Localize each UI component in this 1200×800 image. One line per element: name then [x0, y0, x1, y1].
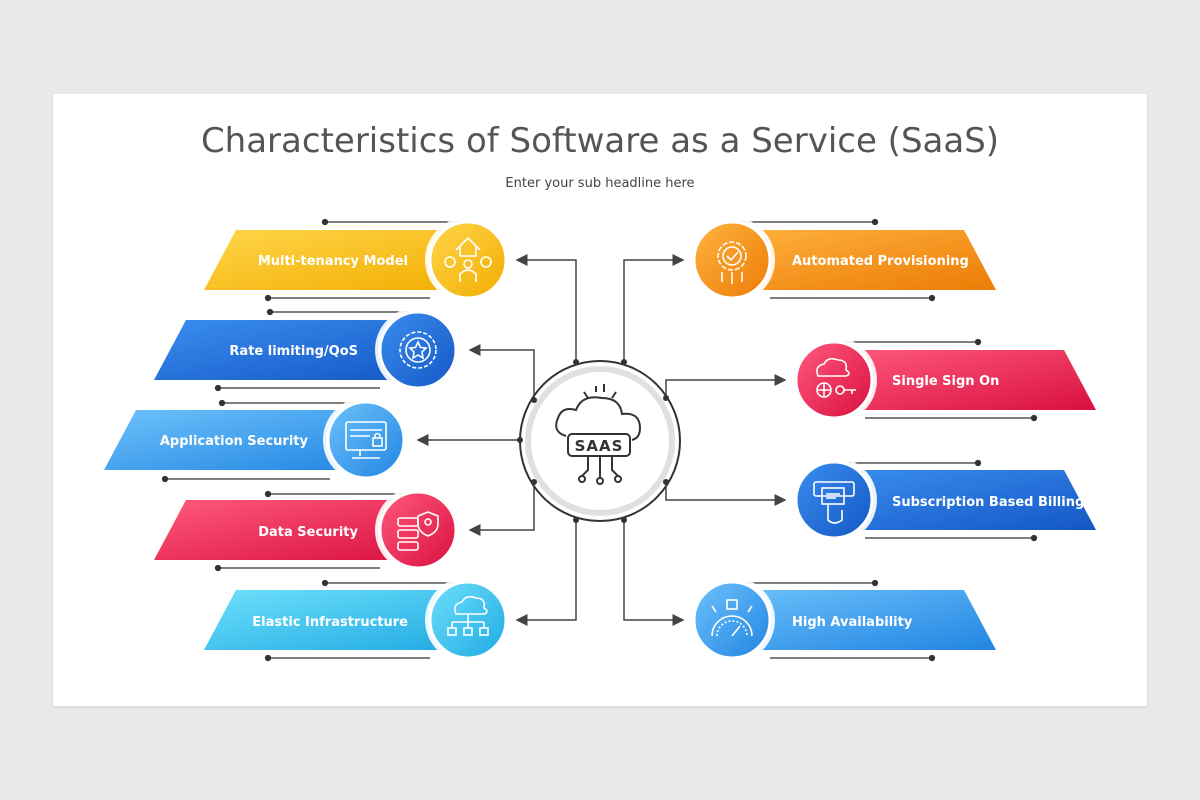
connector-data-security: [468, 482, 535, 536]
server-shield-icon: [397, 511, 439, 551]
item-label: Data Security: [258, 525, 358, 540]
item-label: Elastic Infrastructure: [252, 615, 408, 630]
connector-automated: [623, 254, 685, 362]
page-subtitle: Enter your sub headline here: [505, 176, 695, 191]
connector-billing: [665, 482, 787, 506]
item-data-security: Data Security: [154, 487, 461, 573]
hub-label: SAAS: [575, 437, 624, 455]
item-multi-tenancy: Multi-tenancy Model: [204, 217, 511, 303]
item-label: Subscription Based Billing: [892, 495, 1084, 510]
item-automated-provisioning: Automated Provisioning: [689, 217, 996, 303]
item-app-security: Application Security: [104, 397, 409, 483]
item-billing: Subscription Based Billing: [791, 457, 1096, 543]
item-label: Rate limiting/QoS: [229, 344, 358, 359]
connectors: [416, 254, 787, 626]
cloud-key-icon: [816, 357, 856, 398]
connector-high-avail: [623, 520, 685, 626]
card-hand-icon: [813, 481, 855, 524]
cloud-network-icon: [447, 595, 489, 636]
decor-lines: [161, 218, 1038, 662]
item-label: Application Security: [160, 434, 309, 449]
item-label: High Availability: [792, 615, 913, 630]
item-elastic: Elastic Infrastructure: [204, 577, 511, 663]
item-label: Multi-tenancy Model: [258, 254, 408, 269]
speedometer-icon: [711, 599, 753, 637]
item-rate-limiting: Rate limiting/QoS: [154, 307, 461, 393]
connector-multi-tenancy: [515, 254, 577, 362]
gear-check-icon: [717, 241, 747, 284]
item-sso: Single Sign On: [791, 337, 1096, 423]
connector-sso: [665, 374, 787, 398]
item-label: Single Sign On: [892, 374, 999, 389]
connector-rate-limiting: [468, 344, 535, 400]
item-label: Automated Provisioning: [792, 254, 969, 269]
item-high-availability: High Availability: [689, 577, 996, 663]
multi-tenant-icon: [444, 236, 492, 282]
cloud-saas-icon: [555, 384, 642, 485]
connector-elastic: [515, 520, 577, 626]
saas-hub: SAAS: [517, 359, 681, 523]
badge-star-icon: [399, 331, 437, 369]
page-title: Characteristics of Software as a Service…: [200, 121, 1000, 161]
monitor-lock-icon: [345, 421, 387, 459]
